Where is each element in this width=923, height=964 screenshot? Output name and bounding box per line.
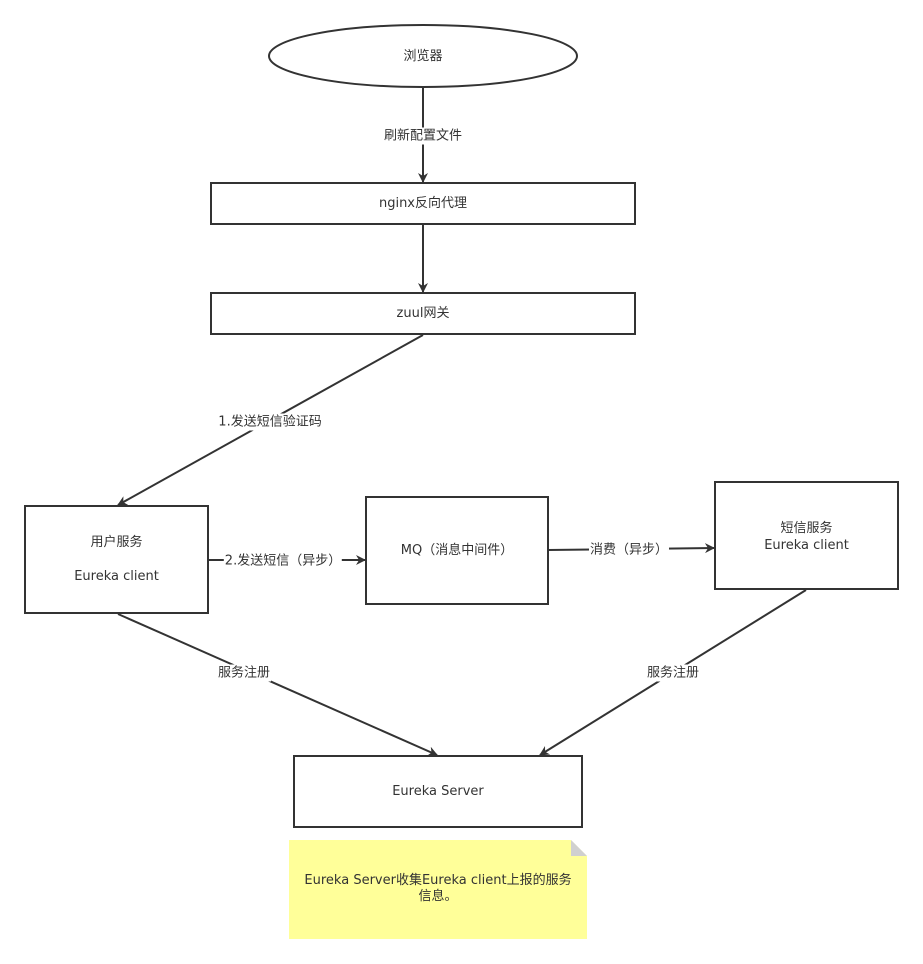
eureka-server-label: Eureka Server	[392, 784, 484, 799]
note-fold	[571, 840, 587, 856]
user-service-label: 用户服务 Eureka client	[25, 506, 208, 613]
edge-user-service-eureka[interactable]	[117, 613, 438, 756]
user-service-node[interactable]	[24, 505, 209, 614]
browser-label: 浏览器	[403, 48, 443, 64]
nginx-label: nginx反向代理	[378, 196, 468, 211]
zuul-node[interactable]	[210, 292, 636, 335]
sms-service-label: 短信服务 Eureka client	[715, 482, 898, 589]
sms-service-title: 短信服务	[780, 521, 833, 536]
sms-service-subtitle: Eureka client	[764, 538, 849, 553]
mq-label: MQ（消息中间件）	[400, 543, 514, 558]
edge-label-consume-async: 消费（异步）	[588, 541, 670, 559]
edge-label-send-sms-code: 1.发送短信验证码	[217, 413, 323, 431]
mq-node[interactable]	[365, 496, 549, 605]
edge-label-register-right: 服务注册	[645, 664, 701, 682]
edge-label-send-sms-async: 2.发送短信（异步）	[223, 552, 343, 570]
edge-label-register-left: 服务注册	[216, 664, 272, 682]
user-service-title: 用户服务	[90, 535, 143, 550]
note-text: Eureka Server收集Eureka client上报的服务信息。	[304, 873, 572, 904]
nginx-node[interactable]	[210, 182, 636, 225]
browser-node[interactable]	[268, 24, 578, 88]
eureka-server-node[interactable]	[293, 755, 583, 828]
user-service-subtitle: Eureka client	[74, 569, 159, 584]
sms-service-node[interactable]	[714, 481, 899, 590]
note-shape[interactable]	[289, 840, 587, 939]
edge-label-refresh-config: 刷新配置文件	[382, 127, 464, 145]
zuul-label: zuul网关	[396, 306, 450, 321]
